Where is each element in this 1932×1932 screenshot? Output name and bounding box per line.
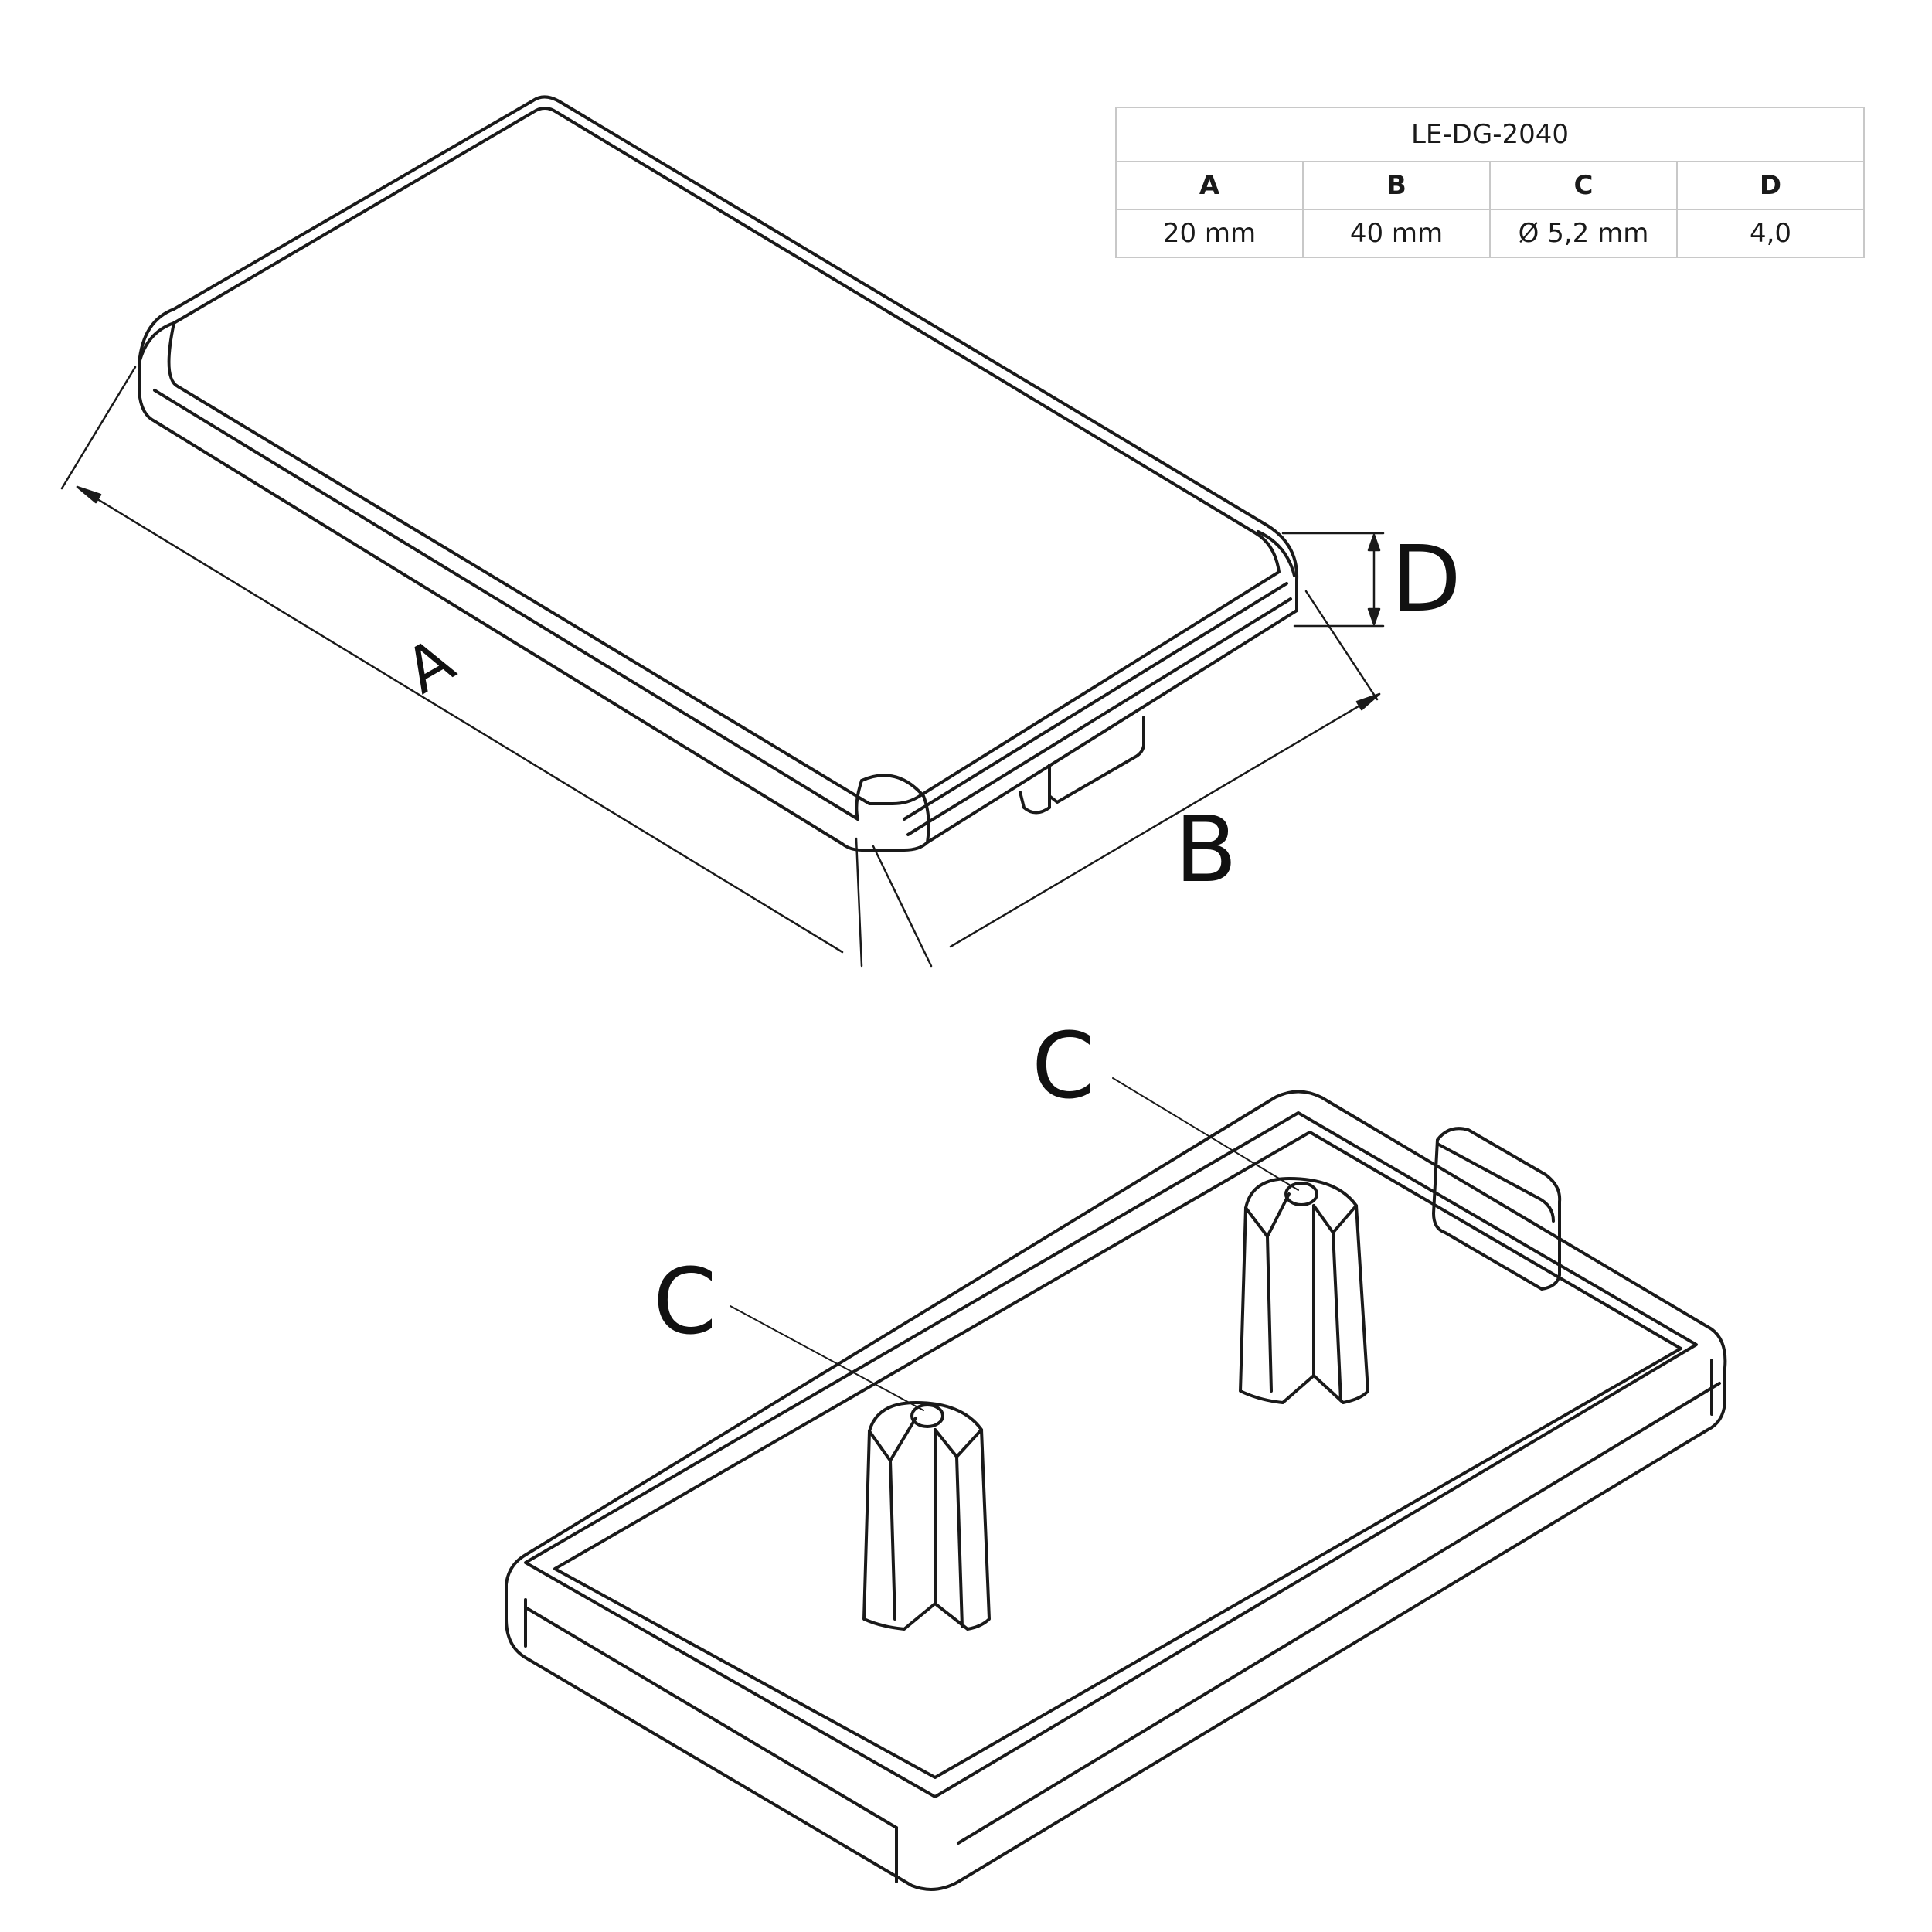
pin-lower (862, 1401, 991, 1631)
dimension-d (1281, 532, 1385, 628)
spec-table-title: LE-DG-2040 (1115, 107, 1865, 162)
label-c-upper: C (1032, 1012, 1095, 1119)
header-b: B (1302, 161, 1491, 210)
value-a: 20 mm (1115, 209, 1304, 258)
label-c-lower: C (653, 1248, 716, 1355)
spec-table: LE-DG-2040 A B C D 20 mm 40 mm Ø 5,2 mm … (1115, 107, 1865, 258)
value-d: 4,0 (1676, 209, 1865, 258)
label-b: B (1175, 796, 1237, 903)
label-a: A (393, 624, 466, 708)
dimension-b (855, 590, 1381, 968)
value-c: Ø 5,2 mm (1489, 209, 1678, 258)
header-a: A (1115, 161, 1304, 210)
pin-upper (1239, 1177, 1369, 1404)
header-d: D (1676, 161, 1865, 210)
dimension-a (60, 366, 933, 968)
header-c: C (1489, 161, 1678, 210)
end-cap-bottom-view (505, 1077, 1727, 1891)
end-cap-top-view (138, 95, 1299, 852)
value-b: 40 mm (1302, 209, 1491, 258)
label-d: D (1391, 526, 1461, 632)
